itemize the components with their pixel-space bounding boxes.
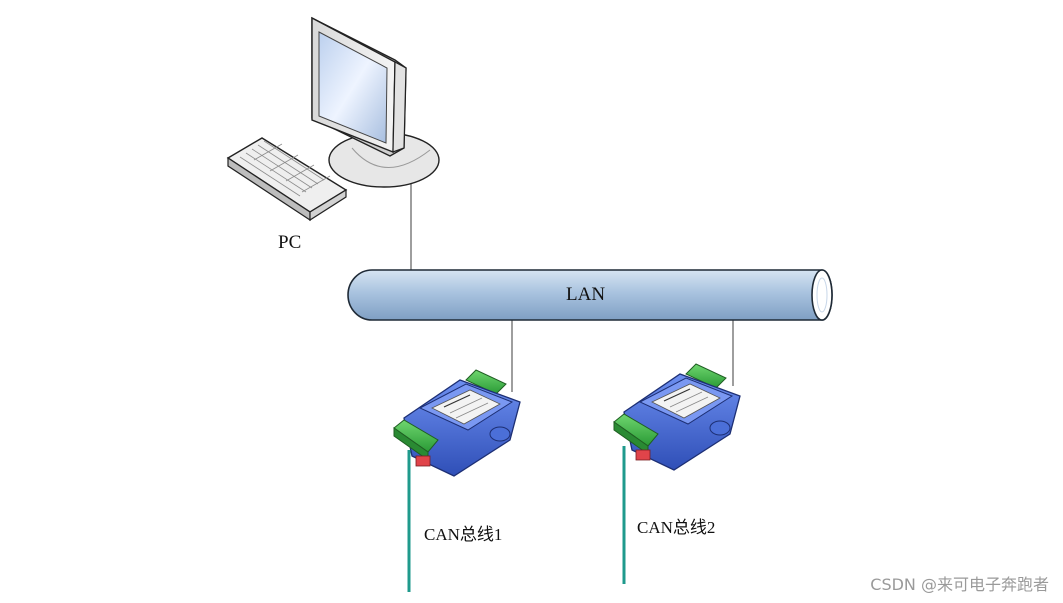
lan-label: LAN — [566, 284, 606, 305]
pc-label: PC — [278, 232, 302, 253]
keyboard-icon — [226, 137, 348, 222]
watermark: CSDN @来可电子奔跑者 — [870, 575, 1049, 594]
can-bus-2-label: CAN总线2 — [637, 518, 716, 537]
can-ethernet-gateway-icon — [613, 363, 741, 471]
can-bus-1-label: CAN总线1 — [424, 525, 503, 544]
lan-pipe — [347, 269, 833, 321]
can-ethernet-gateway-icon — [393, 369, 521, 477]
desktop-computer-icon — [311, 16, 440, 188]
